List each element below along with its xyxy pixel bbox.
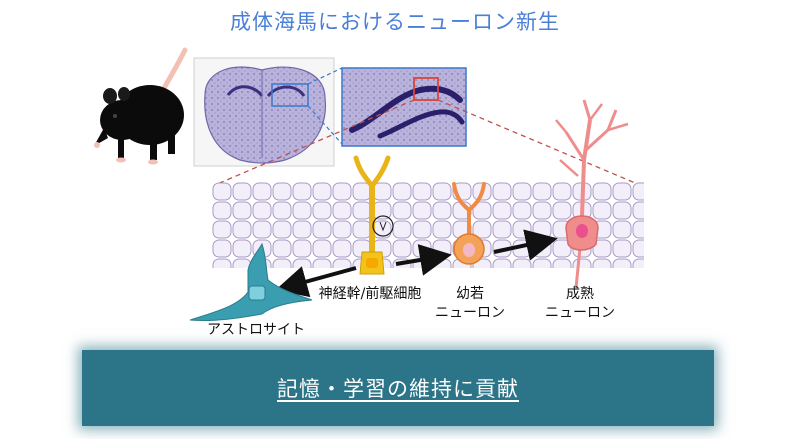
summary-banner: 記憶・学習の維持に貢献: [82, 350, 714, 426]
immature-neuron-label: 幼若 ニューロン: [435, 286, 505, 321]
astrocyte-cell: [189, 242, 313, 322]
immature-neuron-cell: [452, 182, 486, 265]
differentiation-arrows: [275, 229, 558, 298]
brain-section-image: [193, 57, 335, 167]
hippocampus-zoom-image: [341, 67, 467, 147]
page-title: 成体海馬におけるニューロン新生: [230, 10, 560, 34]
stem-cell-label: 神経幹/前駆細胞: [318, 286, 422, 302]
neural-stem-cell: [353, 155, 394, 275]
mature-neuron-label: 成熟 ニューロン: [545, 286, 615, 321]
summary-banner-text: 記憶・学習の維持に貢献: [277, 377, 519, 401]
astrocyte-label: アストロサイト: [207, 322, 305, 338]
mouse-illustration: [94, 47, 188, 165]
mature-neuron-cell: [555, 99, 629, 289]
